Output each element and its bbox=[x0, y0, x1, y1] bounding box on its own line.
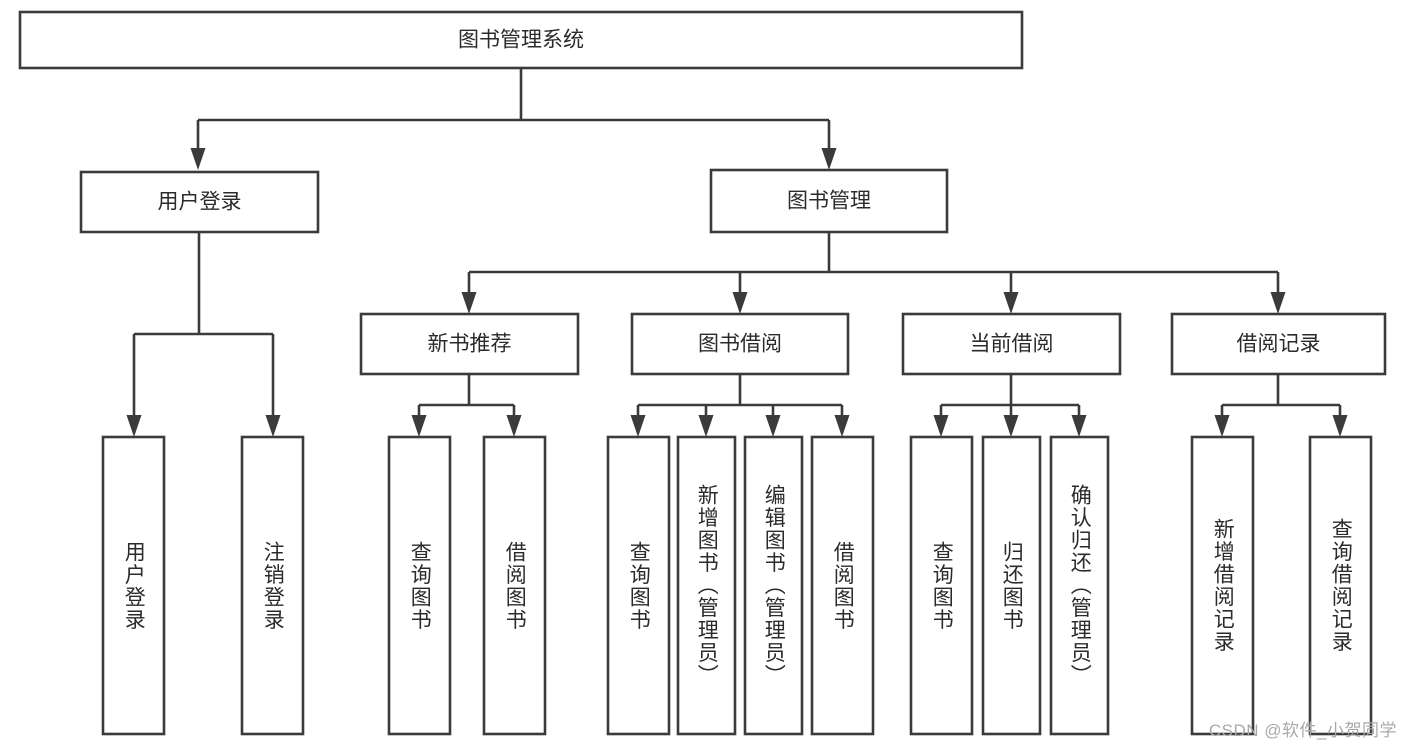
book-manage-branch-0-arrowhead bbox=[461, 292, 477, 314]
node-label-new-book-recommend: 新书推荐 bbox=[428, 333, 512, 356]
root-branch-1-arrowhead bbox=[821, 148, 837, 170]
book-manage-branch-3-arrowhead bbox=[1270, 292, 1286, 314]
new-book-recommend-leaf-1-arrowhead bbox=[506, 415, 522, 437]
node-label-borrow-record: 借阅记录 bbox=[1237, 333, 1321, 356]
node-box-leaf-confirm-return[interactable] bbox=[1049, 435, 1110, 736]
node-label-user-login: 用户登录 bbox=[158, 191, 242, 214]
node-box-current-borrow[interactable] bbox=[901, 312, 1122, 376]
current-borrow-leaf-2-arrowhead bbox=[1071, 415, 1087, 437]
book-manage-branch-2-arrowhead bbox=[1003, 292, 1019, 314]
borrow-record-leaf-0-arrowhead bbox=[1214, 415, 1230, 437]
node-box-leaf-logout-login[interactable] bbox=[240, 435, 305, 736]
node-box-leaf-query-borrow-record[interactable] bbox=[1308, 435, 1373, 736]
node-box-leaf-query-book-1[interactable] bbox=[387, 435, 452, 736]
node-box-leaf-borrow-book-1[interactable] bbox=[482, 435, 547, 736]
user-login-leaf-0-arrowhead bbox=[126, 415, 142, 437]
book-borrow-leaf-2-arrowhead bbox=[765, 415, 781, 437]
node-box-book-borrow[interactable] bbox=[630, 312, 850, 376]
node-box-leaf-add-book[interactable] bbox=[676, 435, 737, 736]
node-box-leaf-add-borrow-record[interactable] bbox=[1190, 435, 1255, 736]
node-box-leaf-borrow-book-2[interactable] bbox=[810, 435, 875, 736]
book-manage-branch-1-arrowhead bbox=[732, 292, 748, 314]
borrow-record-leaf-1-arrowhead bbox=[1332, 415, 1348, 437]
new-book-recommend-leaf-0-arrowhead bbox=[411, 415, 427, 437]
node-box-leaf-return-book[interactable] bbox=[981, 435, 1042, 736]
node-box-borrow-record[interactable] bbox=[1170, 312, 1387, 376]
book-borrow-leaf-1-arrowhead bbox=[698, 415, 714, 437]
user-login-leaf-1-arrowhead bbox=[265, 415, 281, 437]
node-box-user-login[interactable] bbox=[79, 170, 320, 234]
book-borrow-leaf-3-arrowhead bbox=[834, 415, 850, 437]
book-borrow-leaf-0-arrowhead bbox=[630, 415, 646, 437]
node-label-book-borrow: 图书借阅 bbox=[698, 333, 782, 356]
node-box-leaf-query-book-2[interactable] bbox=[606, 435, 671, 736]
node-box-leaf-edit-book[interactable] bbox=[743, 435, 804, 736]
node-box-leaf-query-book-3[interactable] bbox=[909, 435, 974, 736]
node-label-title: 图书管理系统 bbox=[458, 29, 584, 52]
node-box-book-manage[interactable] bbox=[709, 168, 949, 234]
watermark-text: CSDN @软件_小贺同学 bbox=[1208, 721, 1397, 740]
node-box-title[interactable] bbox=[18, 10, 1024, 70]
node-box-leaf-user-login[interactable] bbox=[101, 435, 166, 736]
current-borrow-leaf-1-arrowhead bbox=[1003, 415, 1019, 437]
root-branch-0-arrowhead bbox=[190, 148, 206, 170]
node-label-current-borrow: 当前借阅 bbox=[970, 333, 1054, 356]
current-borrow-leaf-0-arrowhead bbox=[933, 415, 949, 437]
node-box-new-book-recommend[interactable] bbox=[359, 312, 580, 376]
node-label-book-manage: 图书管理 bbox=[787, 190, 871, 213]
